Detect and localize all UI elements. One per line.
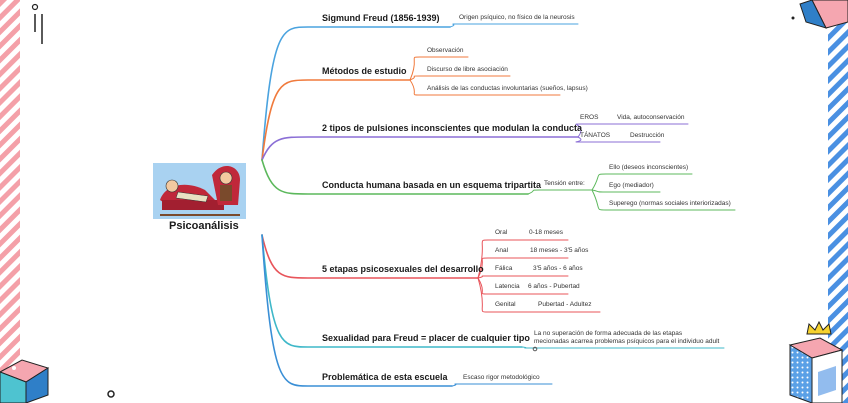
tripartita-child-2[interactable]: Superego (normas sociales interiorizadas… [609, 200, 731, 207]
etapa-3[interactable]: Latencia [495, 283, 520, 290]
sexualidad-child-line2: mecionadas acarrea problemas psíquicos p… [534, 338, 720, 345]
branch-tripartita[interactable]: Conducta humana basada en un esquema tri… [322, 180, 542, 190]
tension-label[interactable]: Tensión entre: [544, 180, 585, 187]
left-stripe-decoration [0, 0, 20, 403]
etapa-detail-0: 0-18 meses [529, 229, 563, 236]
etapa-4[interactable]: Genital [495, 301, 516, 308]
connector-problematica-child [451, 383, 553, 387]
branch-connector-etapas [261, 234, 479, 279]
ring-icon [107, 390, 115, 398]
circle-dot-icon [31, 3, 43, 44]
branch-metodos[interactable]: Métodos de estudio [322, 66, 407, 76]
cube-decoration-top-right [791, 0, 848, 29]
connector-freud-child [449, 23, 579, 28]
etapa-detail-3: 6 años - Pubertad [528, 283, 580, 290]
etapa-detail-4: Pubertad - Adultez [538, 301, 592, 308]
branch-connector-pulsiones [261, 136, 579, 161]
connector-tripartita-2 [591, 189, 736, 211]
crown-icon [806, 320, 832, 335]
psychoanalysis-couch-illustration [153, 163, 246, 219]
metodos-child-2[interactable]: Análisis de las conductas involuntarias … [427, 85, 588, 92]
sexualidad-child-line1[interactable]: La no superación de forma adecuada de la… [534, 330, 683, 337]
connector-etapa-2 [477, 275, 569, 279]
connector-metodos-0 [409, 56, 469, 81]
tripartita-child-0[interactable]: Ello (deseos inconscientes) [609, 164, 689, 171]
connector-metodos-1 [409, 75, 511, 81]
connector-tripartita-0 [591, 173, 693, 191]
pulsion-1[interactable]: TÁNATOS [580, 132, 611, 139]
connector-sexualidad-child [521, 346, 725, 349]
bullet-dot [532, 346, 538, 352]
connector-pulsion-0 [575, 123, 689, 138]
connector-etapa-0 [477, 239, 569, 279]
connector-etapa-3 [477, 277, 569, 295]
problematica-child-0[interactable]: Escaso rigor metodológico [463, 374, 540, 381]
freud-child-0[interactable]: Origen psíquico, no físico de la neurosi… [459, 14, 575, 21]
pulsion-detail-0: Vida, autoconservación [617, 114, 685, 121]
etapa-1[interactable]: Anal [495, 247, 509, 254]
right-stripe-decoration [828, 0, 848, 403]
branch-pulsiones[interactable]: 2 tipos de pulsiones inconscientes que m… [322, 123, 583, 133]
etapa-2[interactable]: Fálica [495, 265, 513, 272]
central-topic[interactable]: Psicoanálisis [169, 220, 239, 232]
metodos-child-0[interactable]: Observación [427, 47, 464, 54]
branch-connector-metodos [261, 79, 411, 161]
branch-connector-freud [261, 26, 451, 161]
cube-decoration-left [0, 359, 50, 403]
connector-etapa-4 [477, 277, 601, 313]
branch-connector-tripartita [261, 159, 529, 195]
branch-problematica[interactable]: Problemática de esta escuela [322, 372, 448, 382]
connector-tripartita-1 [591, 189, 661, 193]
branch-freud[interactable]: Sigmund Freud (1856-1939) [322, 13, 440, 23]
branch-connector-problematica [261, 234, 453, 387]
connector-pulsion-1 [575, 136, 661, 143]
branch-connector-sexualidad [261, 234, 523, 348]
metodos-child-1[interactable]: Discurso de libre asociación [427, 66, 508, 73]
pulsion-0[interactable]: EROS [580, 114, 599, 121]
branch-etapas[interactable]: 5 etapas psicosexuales del desarrollo [322, 264, 484, 274]
etapa-0[interactable]: Oral [495, 229, 508, 236]
tripartita-child-1[interactable]: Ego (mediador) [609, 182, 654, 189]
connector-tension [527, 189, 593, 195]
etapa-detail-1: 18 meses - 3'5 años [530, 247, 589, 254]
cube-decoration-bottom-right [788, 337, 844, 403]
branch-sexualidad[interactable]: Sexualidad para Freud = placer de cualqu… [322, 333, 530, 343]
etapa-detail-2: 3'5 años - 6 años [533, 265, 583, 272]
connector-etapa-1 [477, 257, 569, 279]
pulsion-detail-1: Destrucción [630, 132, 665, 139]
connector-metodos-2 [409, 79, 561, 96]
